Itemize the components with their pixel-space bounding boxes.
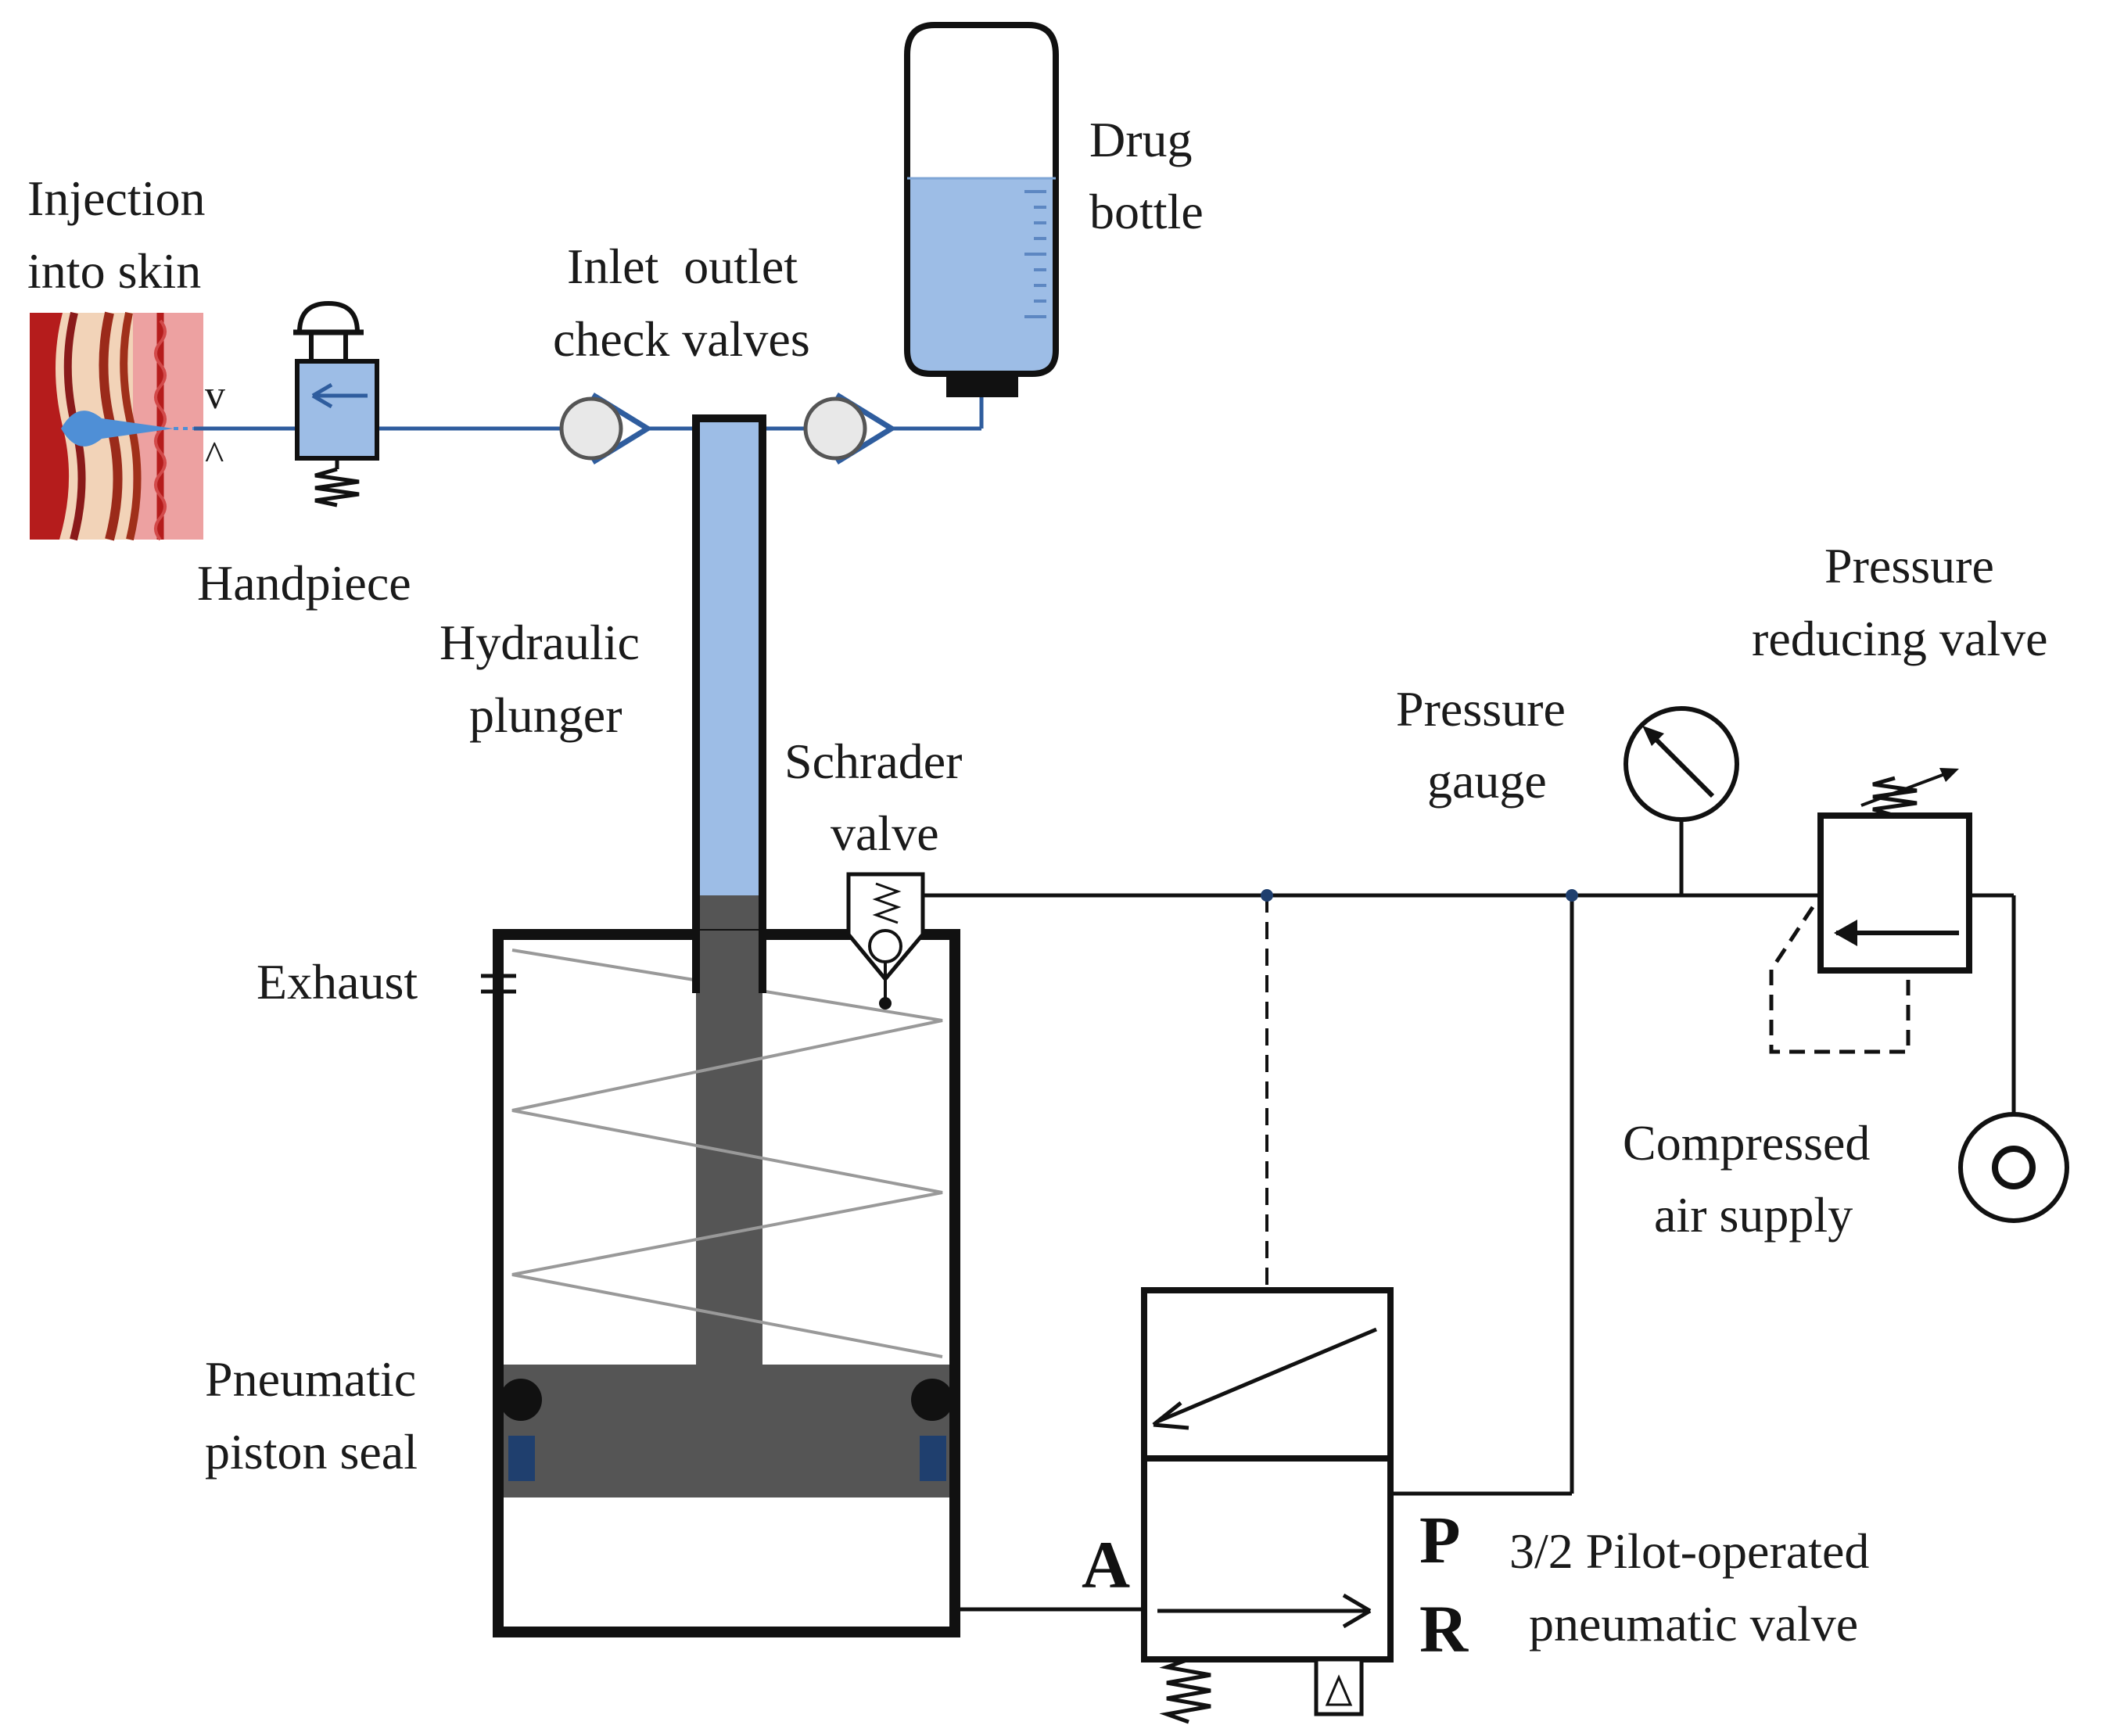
label-handpiece: Handpiece	[197, 555, 411, 611]
piston-guide-right	[920, 1436, 946, 1481]
drug-bottle-symbol	[904, 22, 1059, 397]
piston-seal-right	[911, 1379, 953, 1421]
fluid-line	[194, 395, 984, 431]
label-pneumatic-piston-seal: Pneumatic piston seal	[205, 1351, 429, 1480]
hydraulic-plunger-symbol	[692, 414, 766, 1365]
outlet-check-valve	[803, 393, 897, 464]
skin-illustration	[30, 311, 203, 541]
label-exhaust: Exhaust	[257, 954, 418, 1010]
nozzle-mark-lower: ^	[205, 434, 224, 479]
nozzle-mark-upper: v	[205, 373, 225, 418]
inlet-check-valve	[559, 393, 653, 464]
air-lines	[923, 889, 2016, 1612]
exhaust-port	[481, 974, 516, 994]
label-schrader-valve: Schrader valve	[784, 733, 974, 861]
return-spring	[511, 949, 943, 1358]
schrader-valve-symbol	[846, 872, 925, 1010]
injected-drug-droplet	[61, 411, 174, 447]
pneumatic-piston	[504, 1365, 949, 1497]
port-label-r: R	[1419, 1591, 1469, 1666]
label-pressure-reducing-valve: Pressure reducing valve	[1752, 538, 2048, 666]
piston-seal-left	[500, 1379, 542, 1421]
pressure-gauge-symbol	[1623, 706, 1739, 895]
port-label-p: P	[1419, 1502, 1461, 1577]
pilot-feedback-line	[1769, 906, 1911, 1054]
piston-guide-left	[508, 1436, 535, 1481]
pilot-valve-symbol	[1141, 1287, 1394, 1724]
label-compressed-air-supply: Compressed air supply	[1623, 1115, 1882, 1243]
label-pressure-gauge: Pressure gauge	[1396, 681, 1578, 809]
pressure-reducing-valve-symbol	[1769, 768, 1972, 1054]
label-check-valves: Inlet outlet check valves	[0, 0, 860, 367]
handpiece-symbol	[293, 300, 379, 508]
label-injection-into-skin: Injection into skin	[27, 170, 217, 299]
label-drug-bottle: Drug bottle	[1089, 112, 1205, 239]
label-pilot-operated-valve: 3/2 Pilot-operated pneumatic valve	[1509, 1523, 1882, 1652]
port-label-a: A	[1082, 1527, 1130, 1602]
compressed-air-supply-symbol	[1958, 1112, 2069, 1223]
pneumatic-cylinder	[493, 929, 960, 1637]
label-hydraulic-plunger: Hydraulic plunger	[440, 615, 652, 743]
